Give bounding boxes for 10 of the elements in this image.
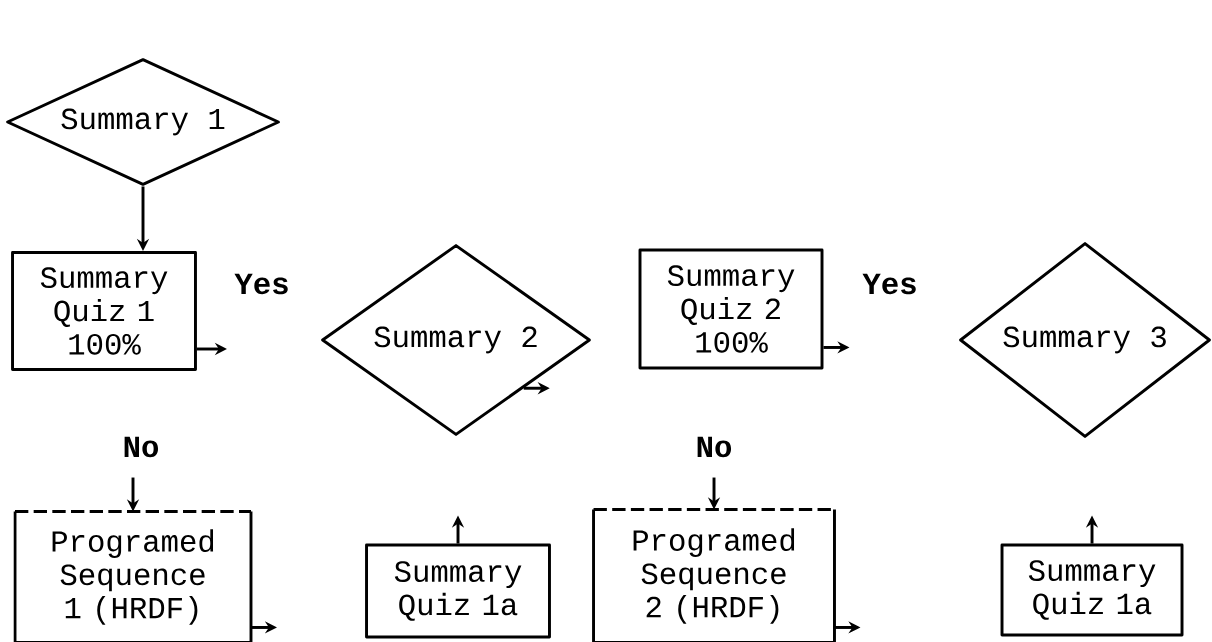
process-box: Programed Sequence 2 (HRDF) xyxy=(592,508,836,642)
process-box: Programed Sequence 1 (HRDF) xyxy=(13,510,253,642)
branch-label: Yes xyxy=(862,273,916,295)
process-box: Summary Quiz 2 100% xyxy=(638,248,824,370)
branch-label: No xyxy=(124,436,158,458)
process-box: Summary Quiz 1a xyxy=(365,543,551,639)
branch-label: Yes xyxy=(234,273,288,295)
process-box: Summary Quiz 1 100% xyxy=(11,251,197,371)
branch-label: No xyxy=(697,436,732,458)
process-box: Summary Quiz 1a xyxy=(1000,543,1184,637)
